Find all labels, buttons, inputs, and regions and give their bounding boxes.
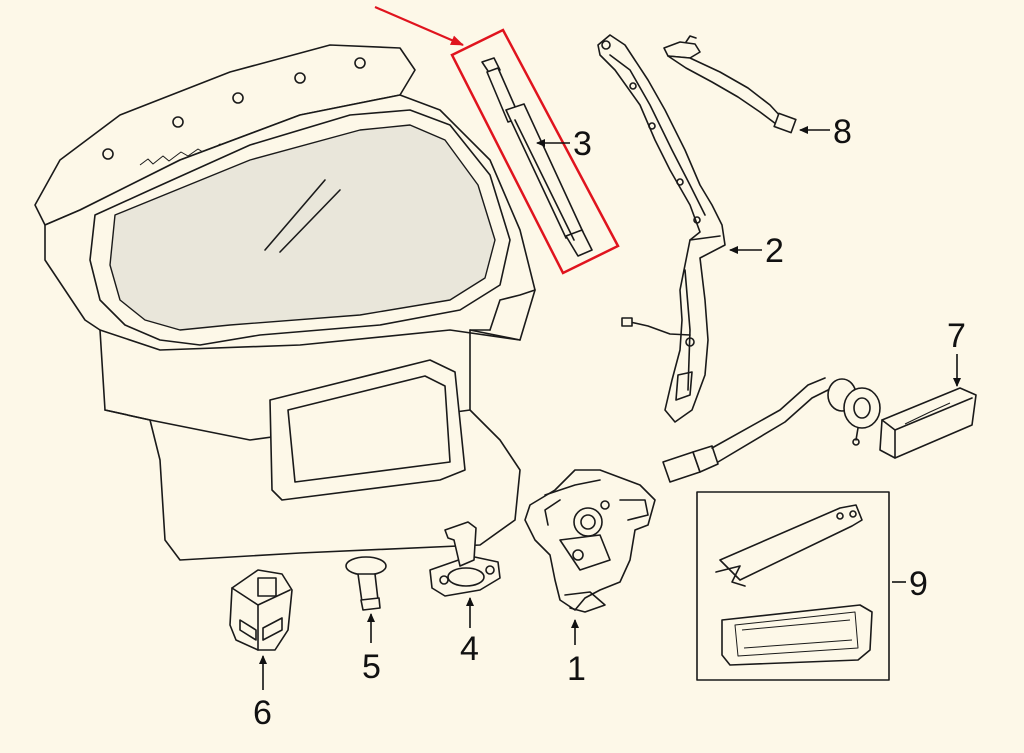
callout-8: 8 <box>833 113 852 151</box>
callout-arrows <box>259 126 961 690</box>
part-6-switch <box>229 569 293 651</box>
callout-5: 5 <box>362 648 381 686</box>
callout-2: 2 <box>765 232 784 270</box>
part-1-latch <box>524 469 656 613</box>
part-3-strut <box>481 57 593 257</box>
highlight-box-part-3 <box>374 5 620 275</box>
callout-6: 6 <box>253 694 272 732</box>
callout-7: 7 <box>947 317 966 355</box>
callout-3: 3 <box>573 125 592 163</box>
callout-4: 4 <box>460 630 479 668</box>
part-5-bumper-stop <box>345 556 387 611</box>
part-2-hinge-arm <box>597 34 726 423</box>
callout-labels: 1 2 3 4 5 6 7 8 9 <box>253 113 966 732</box>
part-4-striker <box>429 521 501 597</box>
callout-1: 1 <box>567 650 586 688</box>
part-7-lamp-harness <box>662 377 977 483</box>
callout-9: 9 <box>909 565 928 603</box>
part-8-rod <box>663 35 797 134</box>
part-9-kit-box <box>696 491 890 681</box>
liftgate-panel <box>34 44 536 561</box>
